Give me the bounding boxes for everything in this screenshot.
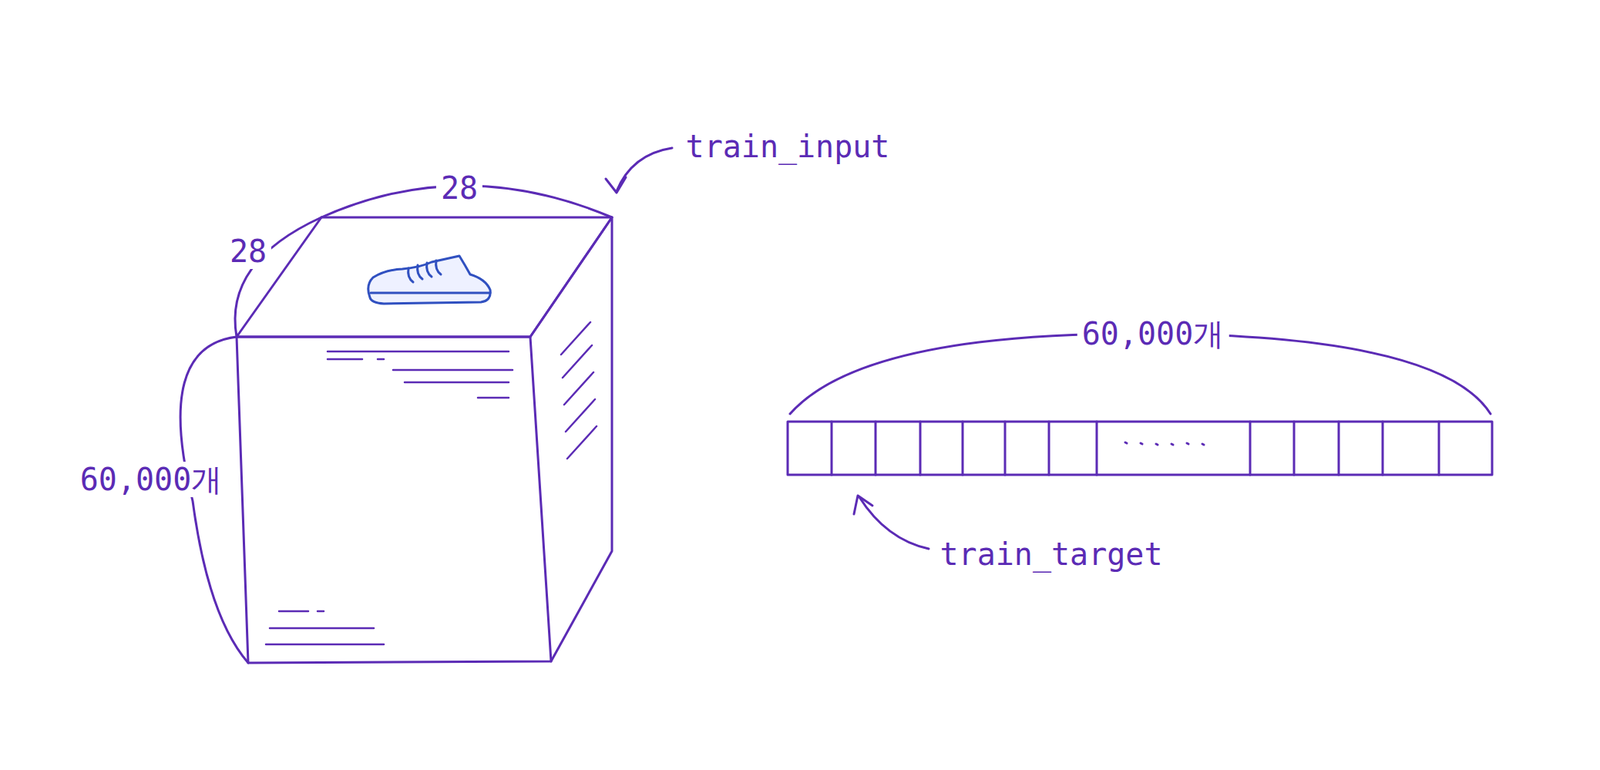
shading bbox=[265, 322, 597, 645]
cube-top-face bbox=[236, 217, 612, 337]
cube-front-face bbox=[236, 336, 552, 663]
array-cells bbox=[831, 421, 1439, 475]
dimension-label: 60,000개 bbox=[1077, 315, 1230, 352]
array-name: train_input bbox=[681, 128, 895, 165]
dimension-arc bbox=[180, 336, 249, 663]
arrow-head bbox=[853, 495, 873, 515]
dimension-label: 60,000개 bbox=[75, 461, 228, 498]
ellipsis-dots bbox=[1125, 442, 1204, 445]
array-strip bbox=[787, 421, 1493, 475]
dimension-label: 28 bbox=[225, 233, 272, 269]
leader-arrow bbox=[616, 147, 673, 192]
arrow-head bbox=[605, 177, 626, 193]
dimension-label: 28 bbox=[436, 170, 483, 206]
cube-right-face bbox=[530, 217, 612, 662]
shoe-icon bbox=[368, 255, 491, 304]
array-name: train_target bbox=[935, 536, 1168, 572]
